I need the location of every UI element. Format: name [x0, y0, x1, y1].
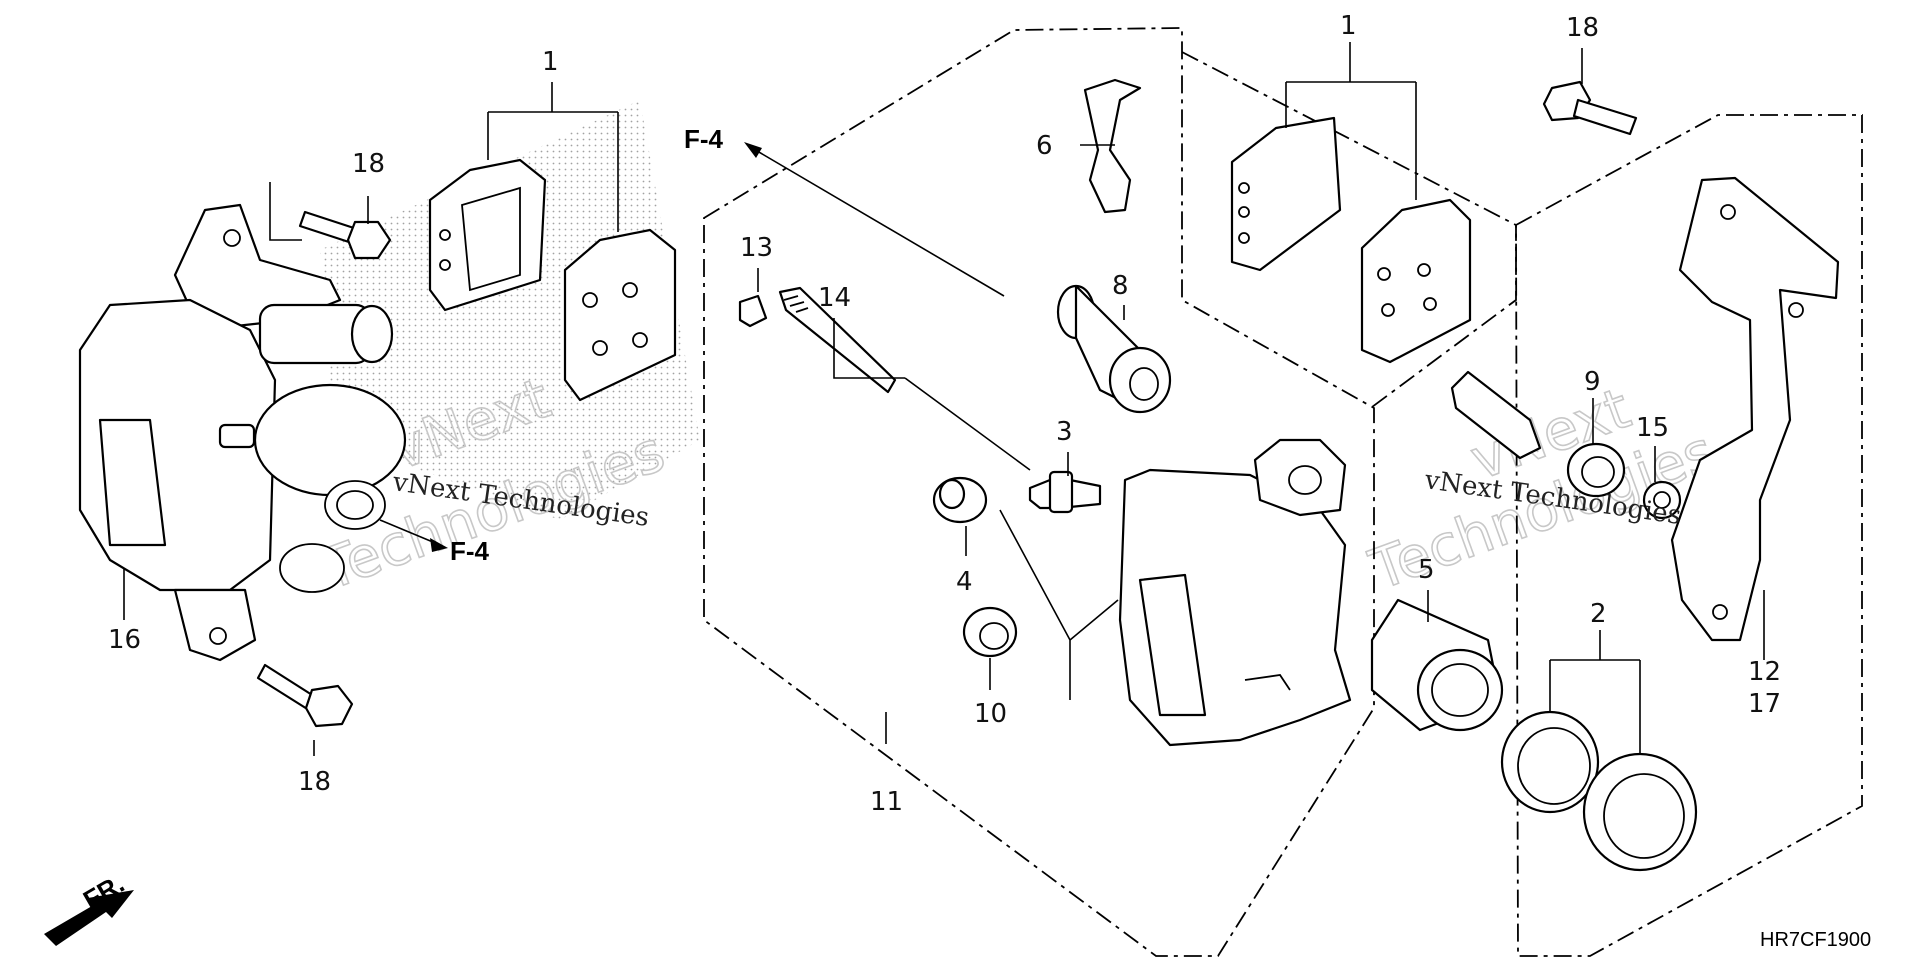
right-brake-pads-1: [1230, 116, 1472, 364]
leader-lines: [123, 42, 1765, 756]
callout-6: 6: [1036, 131, 1053, 161]
caliper-window: [98, 418, 167, 547]
front-arrow-icon: [44, 890, 134, 946]
callout-17: 17: [1748, 689, 1781, 719]
callout-10: 10: [974, 699, 1007, 729]
callout-16: 16: [108, 625, 141, 655]
guide-pin-9: [1450, 370, 1626, 498]
caliper-pin-14: [778, 286, 897, 394]
callout-11: 11: [870, 787, 903, 817]
left-brake-pads-1: [428, 158, 677, 402]
ref-f4-lower: F-4: [450, 536, 490, 566]
diagram-code: HR7CF1900: [1760, 929, 1871, 951]
stipple-shading: [320, 100, 700, 520]
callout-12: 12: [1748, 657, 1781, 687]
bolt-18-left-upper: [298, 210, 392, 260]
bleeder-screw-3: [1028, 470, 1102, 514]
caliper-inlet-boss: [279, 543, 345, 593]
callout-3: 3: [1056, 417, 1073, 447]
callout-18-left-lower: 18: [298, 767, 331, 797]
ref-arrow-lower: [379, 519, 448, 552]
ref-f4-upper: F-4: [684, 124, 724, 154]
callout-8: 8: [1112, 271, 1129, 301]
callout-2: 2: [1590, 599, 1607, 629]
caliper-bracket-12-17: [1670, 176, 1840, 642]
caliper-piston-boss: [253, 383, 407, 497]
callout-15: 15: [1636, 413, 1669, 443]
callout-4: 4: [956, 567, 973, 597]
piston-5: [1370, 598, 1504, 732]
boot-10: [962, 606, 1018, 658]
callout-18-left-upper: 18: [352, 149, 385, 179]
left-pad-outer: [428, 158, 547, 312]
pad-set-boundary-right: [1181, 51, 1517, 411]
bolt-18-right: [1542, 80, 1638, 136]
bleeder-screw: [218, 423, 256, 449]
callout-18-right: 18: [1566, 13, 1599, 43]
callout-1-right: 1: [1340, 11, 1357, 41]
bolt-18-left-lower: [256, 663, 354, 728]
seal-set-2: [1500, 710, 1698, 872]
caliper-11-window: [1138, 573, 1207, 717]
pin-boot-13: [738, 294, 768, 328]
pin-sleeve-8: [1056, 284, 1172, 414]
front-marker: FR.: [78, 868, 129, 915]
caliper-assembly-boundary: [703, 27, 1375, 957]
caliper-lower-ear: [173, 588, 257, 662]
callout-1-left: 1: [542, 47, 559, 77]
boot-15: [1642, 480, 1682, 520]
bracket-boundary: [1515, 114, 1863, 957]
left-pad-inner: [563, 228, 677, 402]
callout-9: 9: [1584, 367, 1601, 397]
caliper-body-11: [1118, 438, 1352, 747]
pad-spring-6: [1083, 78, 1142, 214]
callout-5: 5: [1418, 555, 1435, 585]
bleeder-cap-4: [932, 476, 988, 524]
assembled-caliper-16: [78, 203, 407, 662]
callout-13: 13: [740, 233, 773, 263]
ref-arrow-upper: [744, 142, 1005, 297]
callout-labels: 1 18 16 18 13 14 6 8 3 4 10 11 1 18 9 15…: [108, 11, 1781, 817]
callout-14: 14: [818, 283, 851, 313]
